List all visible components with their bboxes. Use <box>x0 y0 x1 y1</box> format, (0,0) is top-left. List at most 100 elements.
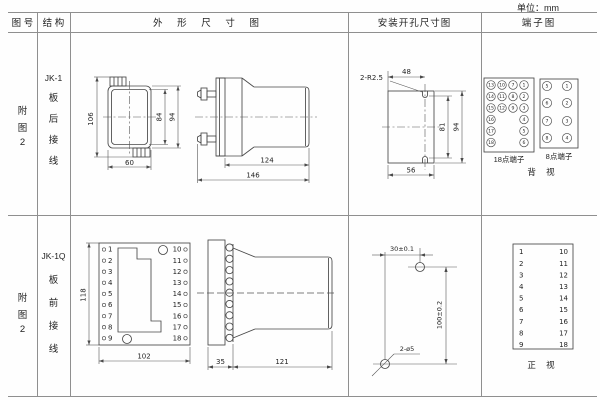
terminal-number: 11 <box>173 257 182 265</box>
dimension-lines <box>207 331 333 370</box>
dim-cutout-height: 94 <box>453 122 461 131</box>
mounting-hole <box>122 334 132 344</box>
terminal-dot <box>101 314 107 319</box>
terminal-number: 9 <box>512 106 515 112</box>
table-header-divider <box>8 32 597 33</box>
terminal-circle <box>486 103 496 113</box>
terminal-number: 13 <box>173 279 182 287</box>
row2-figure-number: 附 图 2 <box>8 285 37 340</box>
terminal-bump <box>225 299 234 309</box>
terminal-dot <box>101 247 107 252</box>
terminal-circle <box>562 98 572 108</box>
dimension-arrows <box>208 365 332 369</box>
terminal-number: 6 <box>546 101 549 107</box>
terminal-circle <box>519 126 529 136</box>
dim-hole-span: 81 <box>439 123 447 132</box>
row2-mounting-drawing: 30±0.1 100±0.2 2-ø5 <box>371 245 457 377</box>
terminal-number: 4 <box>566 136 569 142</box>
terminal-number: 17 <box>488 129 494 135</box>
terminal-circle <box>486 137 496 148</box>
terminal-dot <box>183 336 188 341</box>
terminal-bump <box>225 266 234 275</box>
model-label: JK-1 <box>44 73 63 83</box>
terminal-number: 17 <box>559 329 568 337</box>
terminal-dot <box>183 269 188 274</box>
terminal-number: 3 <box>108 268 112 276</box>
terminal-circle <box>562 133 572 143</box>
terminal-circle <box>497 80 507 90</box>
terminal-number: 17 <box>173 323 182 331</box>
terminal-number: 7 <box>546 119 549 125</box>
terminal-number: 6 <box>523 140 526 146</box>
dimension-lines <box>387 71 466 179</box>
dimension-lines <box>197 144 310 183</box>
relay-side-outline <box>197 77 310 157</box>
header-terminal: 端子图 <box>521 18 557 29</box>
terminal-dot <box>101 336 107 341</box>
terminal-number: 6 <box>519 306 524 314</box>
terminal-bump <box>225 333 234 342</box>
terminal-dot <box>183 314 188 319</box>
terminal-number: 5 <box>523 129 526 135</box>
terminal-number: 7 <box>108 312 112 320</box>
terminal-number: 18 <box>488 140 494 146</box>
terminal-bump <box>225 277 234 286</box>
dim-total-depth: 146 <box>246 172 260 180</box>
terminal-dot <box>183 291 188 296</box>
dimension-arrows <box>197 163 309 182</box>
terminal-number: 2 <box>519 260 523 268</box>
dim-flange-depth: 35 <box>216 358 225 366</box>
terminal-number: 8 <box>519 329 523 337</box>
terminal-dot <box>183 280 188 285</box>
terminal-number: 4 <box>523 117 526 123</box>
terminal-number: 9 <box>519 341 523 349</box>
wiring-char: 线 <box>48 343 59 355</box>
table-col-divider-1 <box>37 12 38 396</box>
centerlines <box>382 84 440 170</box>
terminal-number: 5 <box>108 290 112 298</box>
dimension-lines <box>371 248 457 377</box>
dim-notch-radius: 2-R2.5 <box>360 74 383 82</box>
terminal-bump <box>225 243 234 252</box>
terminal-number: 14 <box>173 290 182 298</box>
wiring-char: 后 <box>48 114 59 125</box>
terminal-number: 18 <box>173 335 182 343</box>
fig-char: 附 <box>17 293 28 304</box>
terminal-number: 16 <box>488 117 494 123</box>
terminal-circle <box>562 81 572 91</box>
terminal-circle <box>486 91 496 102</box>
header-mounting: 安装开孔尺寸图 <box>377 18 452 29</box>
terminal-number: 3 <box>519 271 523 279</box>
terminal-number: 4 <box>519 283 524 291</box>
terminal-number: 15 <box>559 306 568 314</box>
table-border-bottom <box>8 396 597 397</box>
front-view-label: 正 视 <box>527 360 558 370</box>
fig-char: 图 <box>17 123 28 134</box>
wiring-char: 接 <box>48 135 59 146</box>
dimension-lines <box>86 242 191 364</box>
row1-side-view-drawing: 124 146 <box>195 77 317 183</box>
terminal-dot <box>183 325 188 330</box>
terminal-number: 1 <box>523 83 526 89</box>
dim-hole-h-spacing: 30±0.1 <box>390 245 414 253</box>
terminal-circle <box>497 91 507 102</box>
terminal-circle <box>542 133 552 143</box>
terminal-circle <box>542 98 552 108</box>
terminal-number: 5 <box>546 84 549 90</box>
terminal-number: 8 <box>108 323 112 331</box>
terminal-number: 15 <box>173 301 182 309</box>
terminal-number: 11 <box>499 94 505 100</box>
terminal-circle <box>486 126 496 136</box>
dim-hole-diameter: 2-ø5 <box>400 345 415 353</box>
fig-char: 附 <box>17 106 28 117</box>
dim-cutout-width: 56 <box>407 167 416 175</box>
terminal-circle <box>497 103 507 113</box>
terminal-number: 10 <box>499 83 505 89</box>
